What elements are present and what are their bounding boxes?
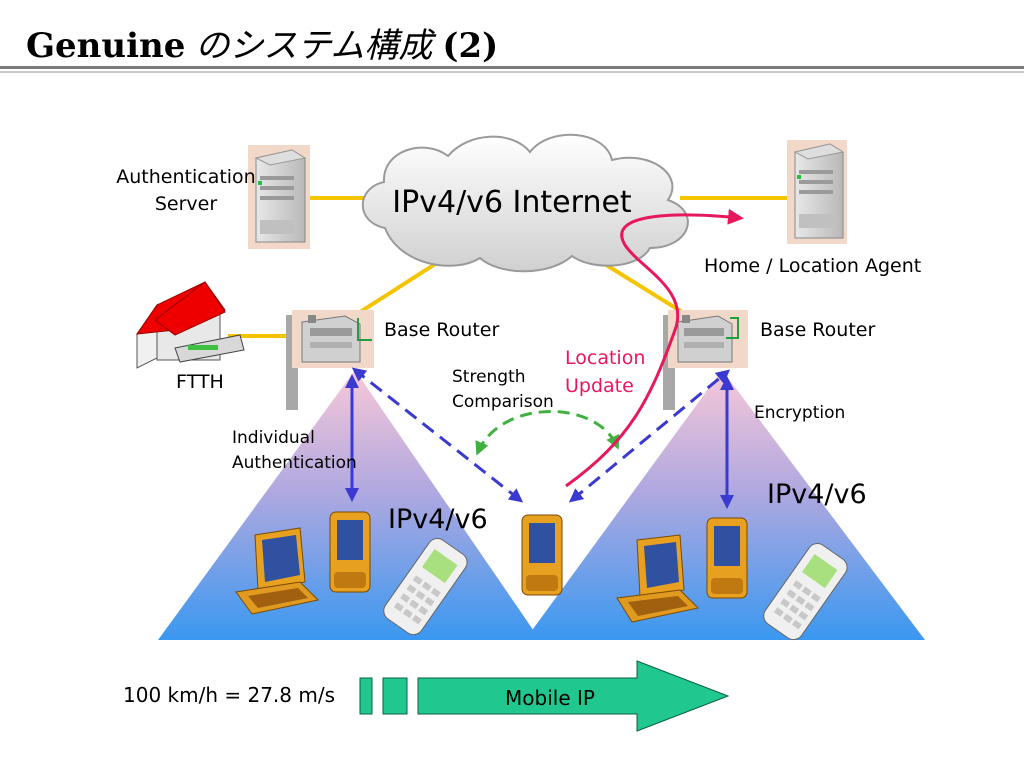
signal-dashed-left-end: [354, 371, 524, 503]
internet-label: IPv4/v6 Internet: [392, 185, 632, 220]
laptop-icon: [616, 534, 700, 623]
title-japanese: のシステム構成: [195, 26, 433, 66]
speed-label: 100 km/h = 27.8 m/s: [123, 683, 335, 707]
strength-label-1: Strength: [452, 367, 526, 387]
individual-auth-label-2: Authentication: [232, 453, 357, 473]
title-divider: [0, 66, 1024, 69]
title-english: Genuine: [26, 26, 186, 66]
pda-icon: [706, 517, 748, 599]
auth-server-label-2: Server: [155, 193, 217, 215]
signal-dashed-right-end: [568, 373, 728, 503]
mobile-ip-label: Mobile IP: [505, 686, 595, 710]
signal-dashed-left: [351, 367, 521, 502]
individual-auth-label-1: Individual: [232, 428, 315, 448]
router-icon: [292, 310, 374, 368]
phone-icon: [763, 543, 848, 641]
ipv4v6-right-label: IPv4/v6: [767, 479, 867, 510]
pda-icon: [521, 514, 563, 596]
ipv4v6-left-label: IPv4/v6: [388, 504, 488, 535]
server-icon: [248, 145, 310, 249]
router-icon: [668, 310, 748, 368]
cloud-icon: [361, 133, 689, 273]
phone-icon: [383, 538, 468, 636]
server-icon: [787, 140, 847, 244]
location-update-arrow: [565, 208, 744, 488]
signal-dashed-right: [571, 369, 731, 502]
title-number: (2): [442, 26, 499, 66]
base-router-left-label: Base Router: [384, 319, 499, 341]
strength-label-2: Comparison: [452, 392, 554, 412]
location-update-label-1: Location: [565, 347, 645, 369]
mobile-ip-arrow: [417, 660, 730, 732]
mobile-ip-bar-1: [359, 677, 373, 715]
strength-arrow: [476, 409, 620, 453]
title-divider-light: [0, 71, 1024, 73]
ftth-label: FTTH: [176, 371, 224, 393]
laptop-icon: [235, 527, 320, 615]
encryption-label: Encryption: [754, 403, 845, 423]
auth-server-label-1: Authentication: [116, 166, 255, 188]
house-icon: [135, 281, 245, 369]
mobile-ip-bar-2: [382, 677, 408, 715]
pda-icon: [329, 511, 371, 593]
strength-arrow-back: [475, 411, 618, 456]
location-update-label-2: Update: [565, 375, 634, 397]
home-agent-label: Home / Location Agent: [704, 255, 921, 277]
base-router-right-label: Base Router: [760, 319, 875, 341]
